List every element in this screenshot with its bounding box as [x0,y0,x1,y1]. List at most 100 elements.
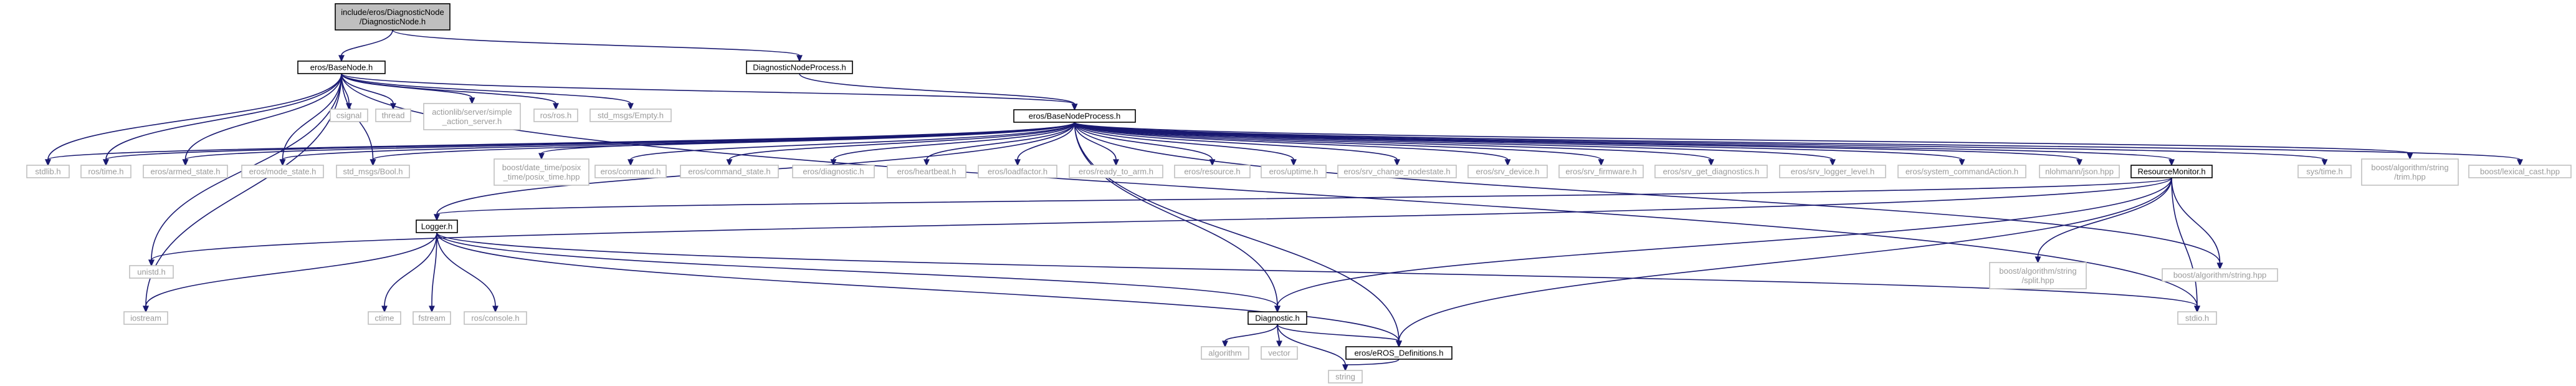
node-box [2039,165,2120,178]
node-box [26,165,70,178]
node-box [1558,165,1644,178]
node-box [416,220,458,233]
node-label: ros/console.h [471,314,519,323]
node-eros-system-commandaction-h: eros/system_commandAction.h [1897,165,2026,178]
node-ros-time-h: ros/time.h [80,165,131,178]
node-label: stdlib.h [35,167,60,176]
edge-base-node-process-h-to-eros-uptime-h [1074,122,1297,166]
node-label: eros/heartbeat.h [897,167,956,176]
node-box [2162,268,2278,282]
node-label: boost/algorithm/string.hpp [2173,271,2267,280]
node-box [1897,165,2026,178]
node-label: unistd.h [137,268,166,277]
node-eros-loadfactor-h: eros/loadfactor.h [978,165,1057,178]
edge-resource-monitor-h-to-boost-split-hpp [2035,177,2172,264]
node-algorithm: algorithm [1201,346,1249,360]
edge-base-node-process-h-to-eros-diagnostic-h [830,122,1076,166]
node-label: nlohmann/json.hpp [2045,167,2114,176]
edge-resource-monitor-h-to-logger-h [434,177,2172,221]
node-ros-ros-h: ros/ros.h [533,109,578,122]
edge-diagnostic-node-h-to-base-node-h [338,29,393,62]
edge-resource-monitor-h-to-diagnostic-h [1274,177,2172,313]
node-box [1654,165,1768,178]
node-eros-srv-logger-level-h: eros/srv_logger_level.h [1779,165,1886,178]
node-label: boost/algorithm/string [2371,163,2448,172]
edge-resource-monitor-h-to-boost-string-hpp [2171,177,2223,270]
node-label: eros/srv_device.h [1476,167,1540,176]
node-box [1069,165,1163,178]
node-boost-split-hpp: boost/algorithm/string/split.hpp [1989,262,2087,289]
node-label: eros/srv_logger_level.h [1791,167,1874,176]
edge-base-node-process-h-to-eros-loadfactor-h [1014,122,1076,166]
node-box [1174,165,1251,178]
node-box [1201,346,1249,360]
node-label: boost/date_time/posix [502,163,581,172]
node-box [143,165,228,178]
node-csignal: csignal [330,109,368,122]
node-label: eros/srv_change_nodestate.h [1343,167,1450,176]
node-eros-srv-firmware-h: eros/srv_firmware.h [1558,165,1644,178]
node-logger-h[interactable]: Logger.h [416,220,458,233]
edge-base-node-process-h-to-eros-srv-change-nodestate-h [1074,122,1400,166]
edge-base-node-h-to-std-msgs-empty-h [341,73,634,110]
node-box [1013,109,1136,123]
node-label: csignal [336,111,362,120]
node-box [1337,165,1457,178]
node-label: eros/command.h [601,167,661,176]
node-label: eros/system_commandAction.h [1906,167,2018,176]
node-base-node-h[interactable]: eros/BaseNode.h [297,60,386,74]
edge-base-node-process-h-to-sys-time-h [1074,122,2328,166]
node-eros-srv-device-h: eros/srv_device.h [1467,165,1548,178]
edge-base-node-process-h-to-eros-command-state-h [726,122,1076,166]
node-box [375,109,411,122]
node-label: eros/eROS_Definitions.h [1354,349,1443,358]
edge-logger-h-to-ros-console-h [436,232,499,313]
node-box [129,265,174,279]
node-box [464,311,527,325]
node-label: /DiagnosticNode.h [360,17,426,26]
edge-base-node-process-h-to-eros-srv-get-diagnostics-h [1074,122,1714,166]
node-label: algorithm [1208,349,1241,358]
node-base-node-process-h[interactable]: eros/BaseNodeProcess.h [1013,109,1136,123]
node-stdlib-h: stdlib.h [26,165,70,178]
node-box [1261,165,1327,178]
node-nlohmann-json-hpp: nlohmann/json.hpp [2039,165,2120,178]
edge-diagnostic-node-process-h-to-base-node-process-h [799,73,1078,111]
node-box [2130,165,2213,178]
node-box [887,165,966,178]
node-eros-command-h: eros/command.h [594,165,667,178]
edge-logger-h-to-stdio-h [436,232,2200,313]
edge-logger-h-to-iostream [143,232,437,313]
node-box [336,165,410,178]
node-label: std_msgs/Bool.h [343,167,403,176]
edge-base-node-h-to-ros-ros-h [341,73,559,110]
node-eros-ready-to-arm-h: eros/ready_to_arm.h [1069,165,1163,178]
edge-base-node-process-h-to-resource-monitor-h [1074,122,2175,166]
node-boost-trim-hpp: boost/algorithm/string/trim.hpp [2361,158,2459,186]
edge-base-node-process-h-to-eros-system-commandaction-h [1074,122,1965,166]
node-unistd-h: unistd.h [129,265,174,279]
node-label: Logger.h [421,222,453,231]
node-eros-definitions-h[interactable]: eros/eROS_Definitions.h [1345,346,1453,360]
node-diagnostic-h[interactable]: Diagnostic.h [1247,311,1307,325]
node-box [746,60,853,74]
node-label: fstream [418,314,445,323]
node-box [1261,346,1298,360]
edge-base-node-process-h-to-boost-lexical-cast-hpp [1074,122,2523,166]
node-box [2361,158,2459,186]
node-string: string [1328,370,1363,384]
node-boost-posix-time-hpp: boost/date_time/posix_time/posix_time.hp… [494,158,589,186]
node-resource-monitor-h[interactable]: ResourceMonitor.h [2130,165,2213,178]
node-label: stdio.h [2185,314,2209,323]
node-label: vector [1268,349,1290,358]
edge-base-node-process-h-to-eros-srv-firmware-h [1074,122,1605,166]
node-diagnostic-node-process-h[interactable]: DiagnosticNodeProcess.h [746,60,853,74]
node-eros-mode-state-h: eros/mode_state.h [241,165,324,178]
edge-base-node-process-h-to-eros-heartbeat-h [923,122,1076,166]
node-label: ResourceMonitor.h [2137,167,2205,176]
node-eros-diagnostic-h: eros/diagnostic.h [792,165,875,178]
node-box [1467,165,1548,178]
node-label: include/eros/DiagnosticNode [341,7,444,17]
node-label: /split.hpp [2021,276,2054,285]
node-sys-time-h: sys/time.h [2297,165,2352,178]
